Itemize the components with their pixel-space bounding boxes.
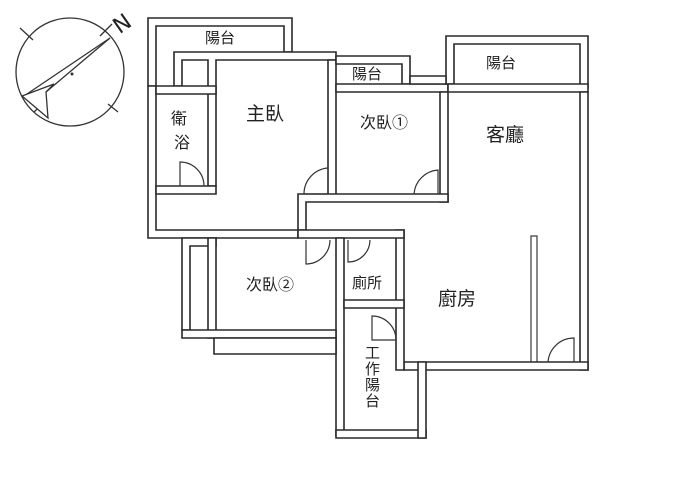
label-balcony-top-left: 陽台 [205,29,235,47]
door-bathroom-1 [179,161,205,187]
compass-circle [15,17,125,127]
label-toilet: 廁所 [352,274,382,292]
room-labels: 陽台 陽台 陽台 衛 浴 主臥 次臥① 客廳 次臥② 廁所 廚房 工 作 陽 台 [171,29,524,410]
label-master-bedroom: 主臥 [246,103,284,125]
label-work-balcony-1: 工 [365,344,380,362]
label-kitchen: 廚房 [438,287,476,310]
label-balcony-top-right: 陽台 [486,54,516,72]
label-balcony-small: 陽台 [352,65,382,83]
door-master-bedroom [303,167,329,195]
compass-north-label: N [109,10,137,40]
door-bedroom-2 [305,239,331,265]
door-work-balcony [371,315,397,341]
door-bedroom-1 [413,169,439,195]
label-work-balcony-4: 台 [365,392,380,410]
label-bathroom-1-line2: 浴 [174,133,190,152]
label-work-balcony-2: 作 [365,360,380,378]
door-toilet [347,239,371,263]
walls [147,17,589,439]
label-living-room: 客廳 [486,124,524,146]
compass-arrow-icon [20,37,111,120]
doors [179,161,575,363]
compass: N [15,10,137,127]
label-bathroom-1-line1: 衛 [171,109,187,128]
label-work-balcony-3: 陽 [365,376,380,394]
label-bedroom-2: 次臥② [246,275,294,294]
label-bedroom-1: 次臥① [360,113,408,132]
door-kitchen [547,337,575,363]
